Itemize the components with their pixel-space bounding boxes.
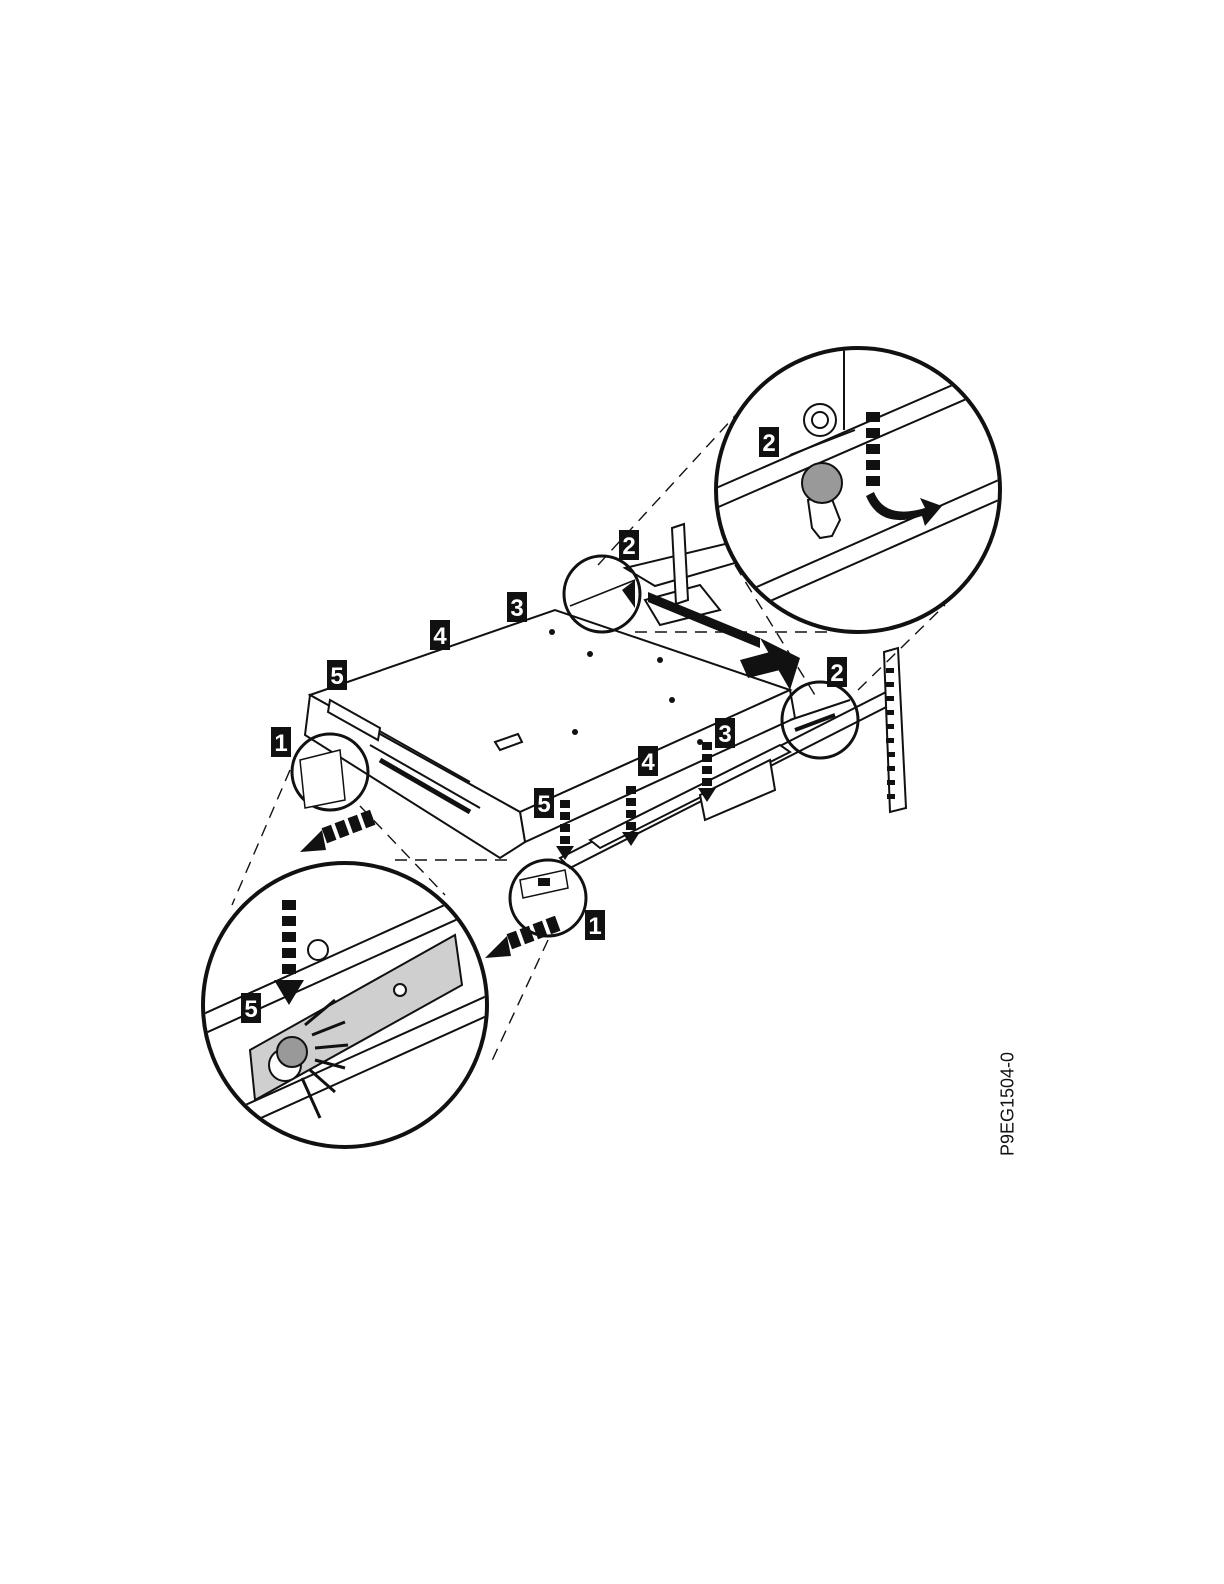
svg-text:1: 1 bbox=[274, 730, 287, 757]
svg-text:2: 2 bbox=[762, 430, 775, 457]
svg-text:1: 1 bbox=[588, 913, 601, 940]
step-label-5-detail: 5 bbox=[241, 993, 261, 1023]
step-label-5-top: 5 bbox=[327, 660, 347, 690]
svg-text:5: 5 bbox=[537, 791, 550, 818]
step-label-4-top: 4 bbox=[430, 620, 450, 650]
figure-id-label: P9EG1504-0 bbox=[998, 1052, 1019, 1156]
svg-text:2: 2 bbox=[830, 660, 843, 687]
step-label-2-top-rail: 2 bbox=[619, 530, 639, 560]
svg-text:2: 2 bbox=[622, 533, 635, 560]
step-label-1-right: 1 bbox=[585, 910, 605, 940]
svg-text:4: 4 bbox=[433, 623, 447, 650]
svg-text:3: 3 bbox=[718, 721, 731, 748]
step-label-2-rear: 2 bbox=[827, 657, 847, 687]
callout-circle-top-rail bbox=[564, 556, 640, 632]
step-label-5-lower: 5 bbox=[534, 788, 554, 818]
svg-text:4: 4 bbox=[641, 749, 655, 776]
step-label-2-detail: 2 bbox=[759, 427, 779, 457]
svg-text:5: 5 bbox=[244, 996, 257, 1023]
svg-text:5: 5 bbox=[330, 663, 343, 690]
magnified-detail-rear-latch bbox=[700, 345, 1010, 632]
step-label-3-top: 3 bbox=[507, 592, 527, 622]
slide-out-arrow-left bbox=[300, 810, 375, 852]
svg-text:3: 3 bbox=[510, 595, 523, 622]
step-label-3-lower: 3 bbox=[715, 718, 735, 748]
step-label-4-lower: 4 bbox=[638, 746, 658, 776]
magnified-detail-front-latch bbox=[190, 863, 500, 1150]
step-label-1-left: 1 bbox=[271, 727, 291, 757]
